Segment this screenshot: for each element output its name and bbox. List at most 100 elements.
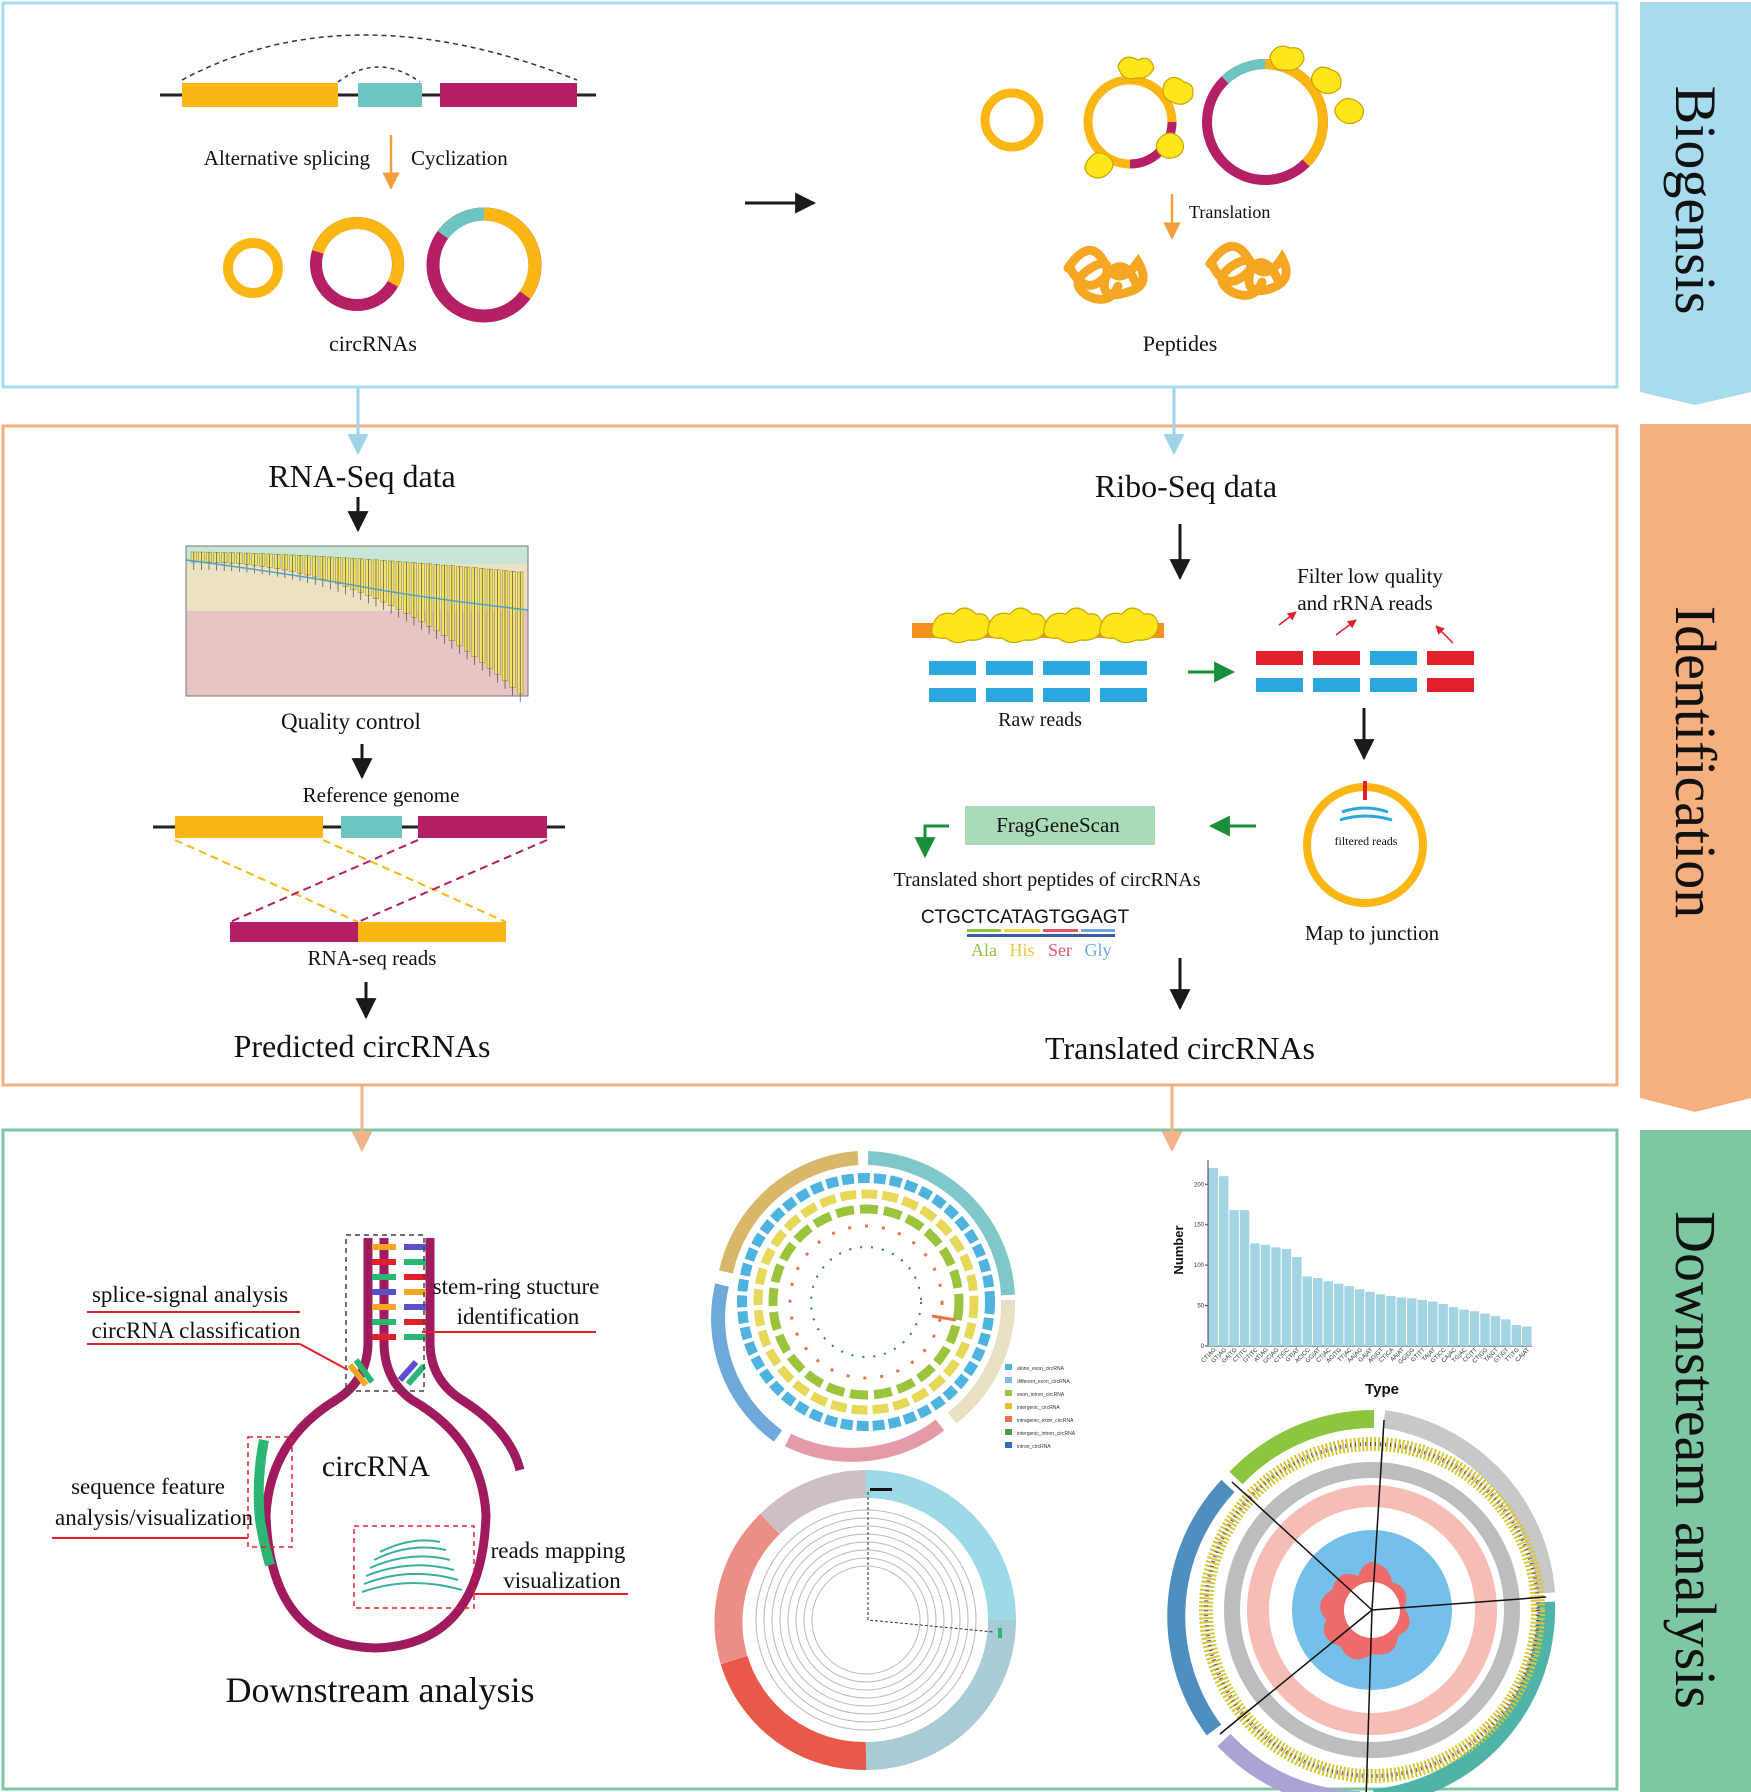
fraggenescan-box [965,806,1155,845]
sequence-label: CTGCTCATAGTGGAGT [921,907,1130,928]
circos-classification-plot [711,1151,1016,1462]
peptide-icons [1063,242,1291,304]
bar-CA|AT [1522,1326,1532,1346]
peptides-label: Peptides [1143,331,1218,356]
bar-CT|AC [1323,1281,1333,1346]
bar-AG|GT [1375,1294,1386,1346]
raw-reads-label: Raw reads [998,709,1082,731]
legend-swatch [1005,1364,1012,1370]
junction-circle [1303,781,1427,907]
bar-GT|AG [1218,1176,1229,1346]
bar-TG|AC [1459,1309,1469,1346]
callout-lines [52,1311,628,1595]
circos-expression-plot [1167,1409,1556,1792]
circos-reads-plot [714,1470,1016,1771]
bar-GT|CC [1438,1303,1448,1346]
bar-TA|AT [1427,1301,1438,1346]
legend-swatch [1005,1390,1012,1396]
amino-acid-ser: Ser [1048,940,1072,960]
filter-label-2: and rRNA reads [1297,591,1432,615]
y-tick-label: 200 [1194,1182,1205,1188]
biogenesis-banner [1640,2,1751,405]
bar-GG|GG [1407,1298,1417,1346]
translated-circrnas-label: Translated circRNAs [1045,1030,1315,1066]
bar-xlabel: Type [1365,1381,1399,1398]
gene-exons [160,34,596,107]
circrna-stem-loop [247,1234,525,1653]
legend-swatch [1005,1416,1012,1422]
bar-AA|AT [1396,1297,1407,1346]
bar-ylabel: Number [1171,1225,1186,1274]
translated-short-label: Translated short peptides of circRNAs [894,869,1201,891]
amino-acid-gly: Gly [1085,940,1112,960]
rnaseq-reads-label: RNA-seq reads [308,946,437,970]
reference-genome-diagram [153,816,565,942]
biogenesis-panel [1,1,1619,389]
riboseq-data-label: Ribo-Seq data [1095,468,1277,504]
identification-banner-label: Identification [1663,606,1728,918]
circrnas-group [223,207,542,323]
bar-CA|AC [1448,1307,1459,1346]
bar-AT|AG [1260,1244,1271,1346]
filtered-reads-label: filtered reads [1335,834,1398,848]
identification-panel [1,424,1619,1087]
reads-mapping-label-1: reads mapping [491,1538,626,1563]
bar-GT|TC [1250,1243,1260,1346]
bar-AG|TG [1333,1283,1344,1346]
amino-acid-his: His [1009,940,1034,960]
quality-control-plot [185,545,529,702]
rnaseq-data-label: RNA-Seq data [268,458,456,494]
classification-label: circRNA classification [92,1318,301,1343]
legend-label: intergenic_circRNA [1017,1405,1060,1411]
amino-acids: Ala His Ser Gly [971,940,1112,960]
legend-swatch [1005,1429,1012,1435]
bar-TT|AC [1344,1286,1354,1346]
bar-CT|TC [1239,1210,1250,1346]
cyclization-label: Cyclization [411,146,508,170]
splice-signal-label: splice-signal analysis [92,1282,288,1307]
translation-label: Translation [1189,202,1270,222]
legend-label: intragenic_exon_circRNA [1017,1418,1074,1424]
reads-mapping-label-2: visualization [503,1568,621,1593]
downstream-banner-label: Downstream analysis [1663,1211,1728,1709]
translating-circrnas [980,59,1329,185]
seq-feature-label-2: analysis/visualization [55,1505,254,1530]
bar-TT|TG [1511,1324,1522,1346]
codon-bars [967,929,1115,937]
bar-TA|GT [1490,1316,1501,1346]
legend-label: alone_exon_circRNA [1017,1366,1065,1372]
map-junction-label: Map to junction [1305,921,1440,945]
circos-legend: alone_exon_circRNA different_exon_circRNA… [1005,1364,1076,1450]
circrnas-label: circRNAs [329,331,417,356]
bar-GA|AT [1365,1291,1375,1346]
y-tick-label: 100 [1194,1263,1205,1269]
ribosome-icons [1084,45,1365,179]
legend-label: exon_intron_circRNA [1017,1392,1065,1398]
fraggenescan-label: FragGeneScan [996,813,1120,837]
filter-label-1: Filter low quality [1297,564,1443,588]
seq-feature-label-1: sequence feature [71,1474,225,1499]
legend-label: different_exon_circRNA [1017,1379,1070,1385]
fraggenescan-bend-arrow [914,824,949,859]
bar-GT|TT [1417,1299,1427,1346]
bar-GT|AT [1292,1257,1302,1346]
legend-swatch [1005,1403,1012,1409]
stem-ring-label-1: stem-ring stucture [433,1274,600,1299]
bar-CC|TT [1469,1311,1480,1346]
legend-swatch [1005,1377,1012,1383]
amino-acid-ala: Ala [971,940,997,960]
predicted-circrnas-label: Predicted circRNAs [234,1028,491,1064]
legend-label: intergenic_intron_circRNA [1017,1431,1076,1437]
quality-control-label: Quality control [281,709,421,734]
downstream-banner [1640,1130,1751,1792]
alt-splicing-label: Alternative splicing [204,146,371,170]
bar-CT|GG [1480,1313,1490,1346]
y-tick-label: 0 [1201,1344,1205,1350]
bar-GG|AT [1313,1278,1323,1346]
downstream-title: Downstream analysis [226,1670,535,1710]
raw-reads-diagram [912,607,1164,702]
y-tick-label: 150 [1194,1223,1205,1229]
downstream-panel [1,1128,1619,1791]
